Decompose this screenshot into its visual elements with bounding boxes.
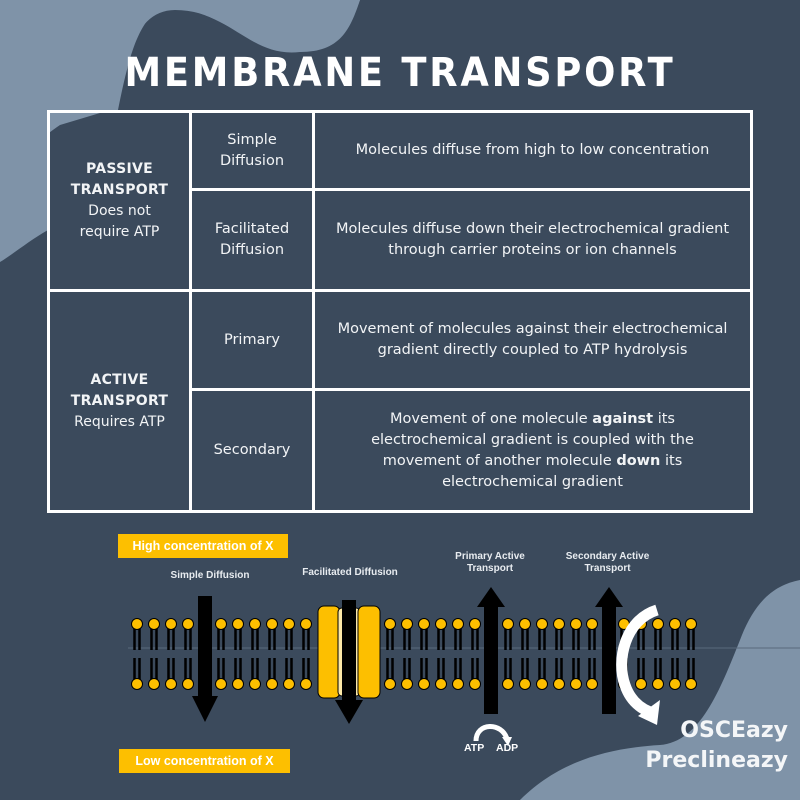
simple-diffusion-label: Simple Diffusion (170, 570, 250, 581)
atp-adp-arrow (473, 724, 512, 746)
passive-subtitle-line2: require ATP (79, 224, 160, 240)
adp-label: ADP (496, 742, 519, 754)
active-subtitle: Requires ATP (74, 413, 165, 430)
type-label: Simple (227, 131, 277, 148)
description-text: Molecules diffuse from high to low conce… (355, 142, 710, 158)
channel-protein (317, 600, 381, 724)
secondary-description: Movement of one molecule against its ele… (312, 388, 753, 513)
text-part: its electrochemical gradient is coupled … (371, 410, 694, 469)
text-part: Movement of one molecule (390, 410, 593, 427)
label-line: Transport (466, 563, 514, 574)
facilitated-diffusion-cell: Facilitated Diffusion (189, 188, 315, 292)
page-title: MEMBRANE TRANSPORT (124, 50, 676, 96)
label-line: Primary Active (455, 551, 525, 562)
type-label: Primary (223, 331, 281, 348)
simple-diffusion-cell: Simple Diffusion (189, 110, 315, 191)
cotransport-curved-arrow (616, 604, 660, 725)
primary-active-label: Primary Active Transport (440, 551, 540, 575)
type-label: Diffusion (219, 242, 285, 258)
emphasis-against: against (592, 410, 654, 427)
facilitated-diffusion-description: Molecules diffuse down their electrochem… (312, 188, 753, 292)
passive-subtitle-line1: Does not (88, 203, 151, 219)
secondary-active-arrow (595, 587, 623, 714)
membrane-diagram: High concentration of X Low concentratio… (0, 520, 800, 800)
facilitated-diffusion-label: Facilitated Diffusion (302, 567, 398, 578)
transport-table: PASSIVE TRANSPORT Does not require ATP S… (47, 110, 753, 513)
simple-diffusion-arrow (192, 596, 218, 722)
emphasis-down: down (616, 452, 661, 469)
type-label: Secondary (213, 442, 291, 458)
primary-cell: Primary (189, 289, 315, 391)
passive-title-line1: PASSIVE (85, 161, 154, 177)
atp-label: ATP (464, 742, 485, 754)
passive-transport-cell: PASSIVE TRANSPORT Does not require ATP (47, 110, 192, 292)
active-title-line1: ACTIVE (90, 371, 149, 388)
type-label: Diffusion (219, 152, 285, 169)
primary-active-arrow (477, 587, 505, 714)
lipid-bilayer (128, 587, 800, 746)
secondary-cell: Secondary (189, 388, 315, 513)
description-text: Movement of molecules against their elec… (337, 321, 728, 358)
text-part: its electrochemical gradient (442, 452, 683, 490)
passive-title-line2: TRANSPORT (70, 182, 169, 198)
secondary-active-label: Secondary Active Transport (550, 551, 665, 575)
high-concentration-label: High concentration of X (118, 534, 288, 558)
brand-osceazy: OSCEazy (680, 718, 788, 743)
low-concentration-label: Low concentration of X (119, 749, 290, 773)
label-line: Transport (584, 563, 631, 574)
primary-description: Movement of molecules against their elec… (312, 289, 753, 391)
simple-diffusion-description: Molecules diffuse from high to low conce… (312, 110, 753, 191)
type-label: Facilitated (214, 221, 290, 237)
label-line: Secondary Active (565, 551, 650, 562)
description-text: Movement of one molecule against its ele… (315, 409, 750, 493)
brand-preclineazy: Preclineazy (645, 748, 788, 773)
active-title-line2: TRANSPORT (70, 392, 169, 409)
active-transport-cell: ACTIVE TRANSPORT Requires ATP (47, 289, 192, 513)
description-text: Molecules diffuse down their electrochem… (335, 221, 730, 258)
